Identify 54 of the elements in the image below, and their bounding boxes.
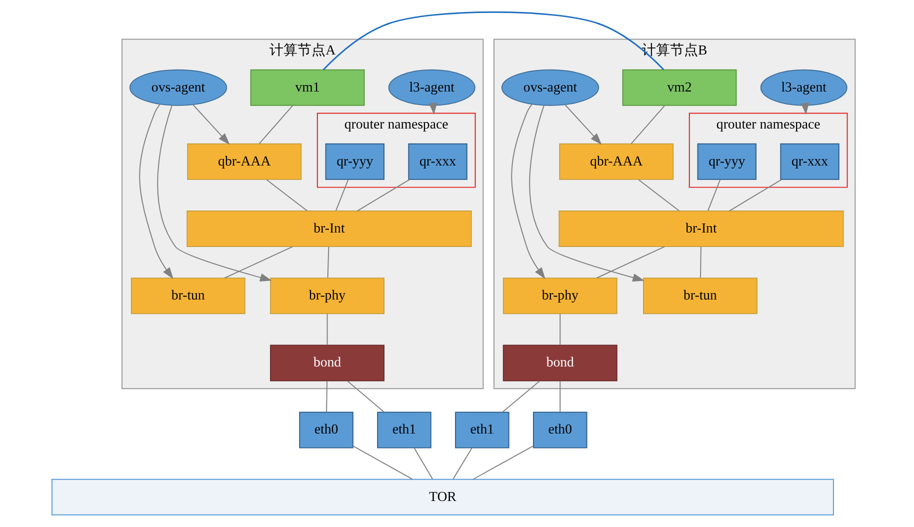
- node-box: bond: [502, 344, 617, 382]
- connector: [326, 313, 328, 346]
- node-box: eth1: [376, 412, 431, 448]
- arrow: [800, 102, 809, 115]
- connector: [472, 445, 534, 480]
- node-box: qr-xxx: [408, 143, 467, 180]
- connector: [356, 179, 410, 212]
- node-box: TOR: [50, 478, 834, 516]
- connector: [502, 380, 540, 413]
- connector: [413, 448, 433, 480]
- node-box: br-tun: [642, 278, 757, 314]
- connector: [346, 380, 384, 413]
- node-box: qbr-AAA: [558, 143, 674, 180]
- connector: [559, 380, 560, 412]
- node-box: br-Int: [186, 210, 472, 247]
- connector: [326, 246, 329, 278]
- node-box: vm2: [622, 69, 736, 106]
- connector: [559, 313, 560, 346]
- node-ellipse: ovs-agent: [500, 69, 599, 106]
- arrow: [564, 104, 602, 145]
- arrow: [528, 104, 644, 282]
- node-box: eth0: [532, 412, 587, 448]
- connector: [352, 445, 412, 480]
- connector: [326, 380, 327, 412]
- connector: [258, 105, 293, 144]
- node-ellipse: ovs-agent: [128, 69, 227, 106]
- connector: [728, 179, 782, 212]
- connector: [322, 11, 664, 70]
- node-box: qbr-AAA: [186, 143, 302, 180]
- arrow: [428, 102, 437, 115]
- node-box: qr-xxx: [780, 143, 839, 180]
- connector: [707, 179, 720, 212]
- connector: [452, 448, 472, 480]
- node-box: br-phy: [270, 278, 384, 314]
- arrow: [156, 104, 272, 282]
- node-box: qr-yyy: [696, 143, 756, 180]
- node-box: br-tun: [130, 278, 245, 314]
- node-box: br-Int: [558, 210, 844, 247]
- arrow: [510, 104, 545, 280]
- node-box: vm1: [250, 69, 364, 106]
- arrow: [138, 104, 173, 280]
- node-box: qr-yyy: [324, 143, 384, 180]
- connector: [630, 105, 665, 144]
- node-box: br-phy: [502, 278, 617, 314]
- node-box: eth0: [298, 412, 353, 448]
- connector: [266, 179, 308, 212]
- connector: [596, 246, 665, 278]
- arrow: [192, 104, 230, 145]
- node-box: bond: [270, 344, 384, 382]
- node-box: eth1: [454, 412, 509, 448]
- connector: [224, 246, 292, 278]
- connector: [638, 179, 680, 212]
- connector: [700, 246, 701, 278]
- connector: [335, 179, 348, 212]
